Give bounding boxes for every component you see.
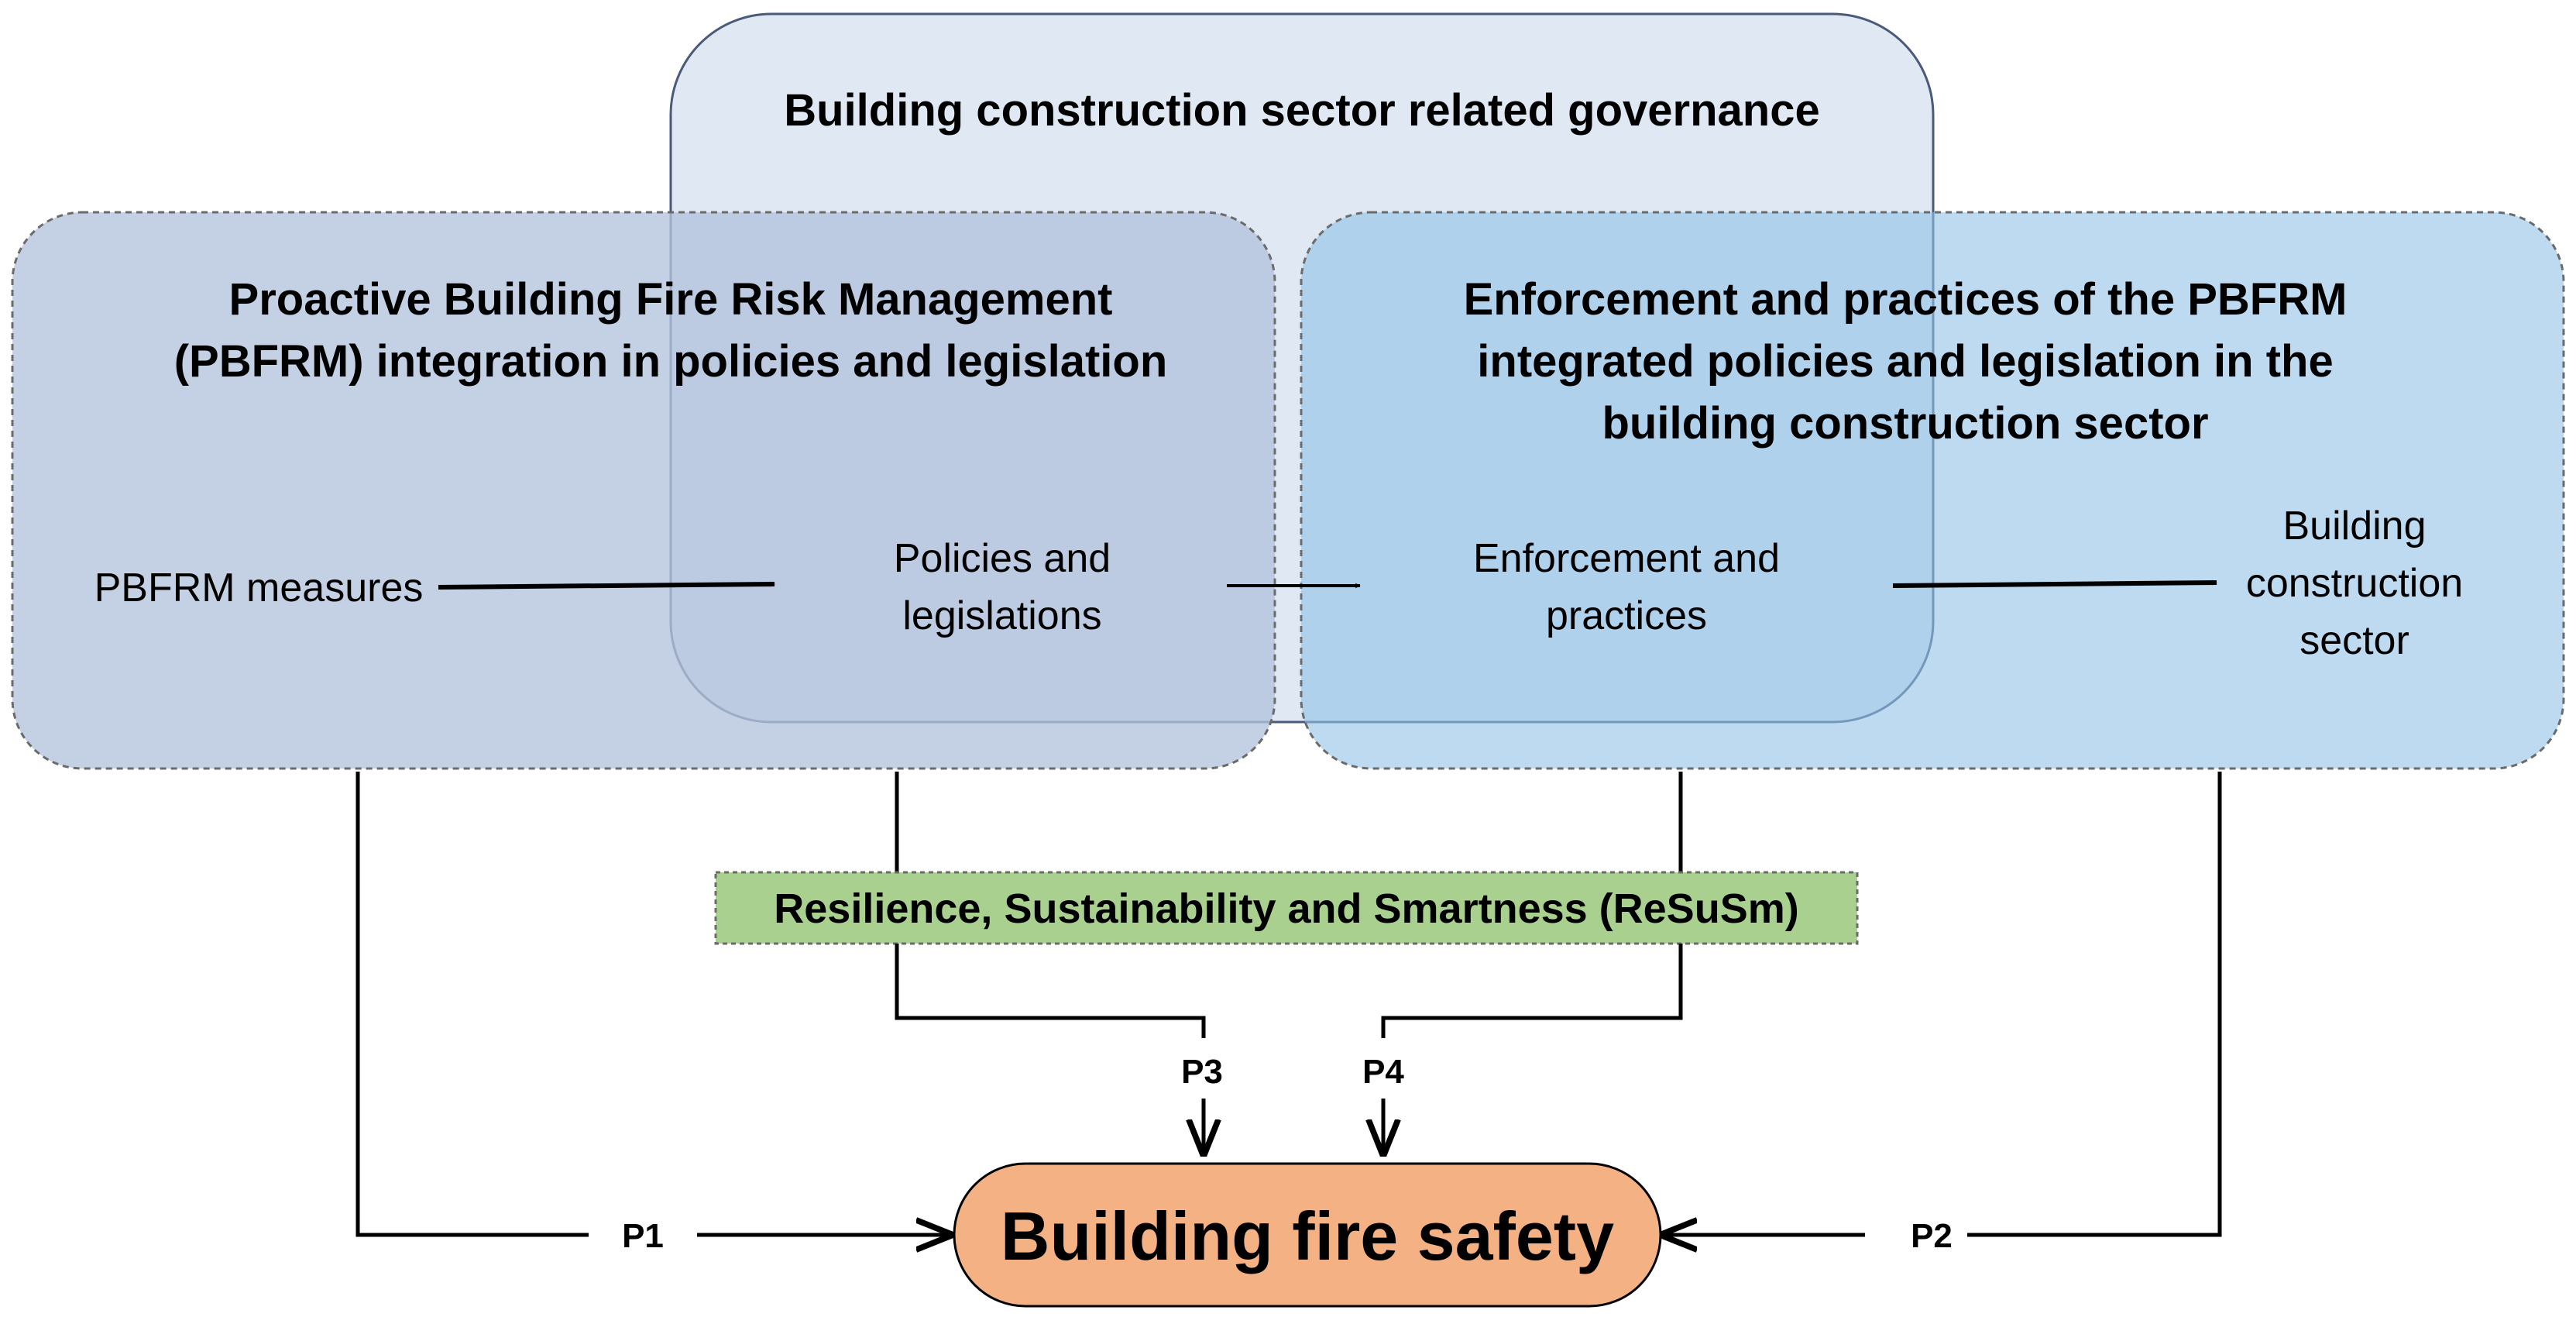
right-title-line-2: integrated policies and legislation in t… <box>1477 336 2333 387</box>
node-policies-line-2: legislations <box>902 593 1101 638</box>
node-sector-line-1: Building <box>2282 504 2426 548</box>
arrow-enforcement-to-sector <box>1892 579 2217 588</box>
node-sector-line-2: construction <box>2246 561 2463 606</box>
node-enforcement-line-1: Enforcement and <box>1473 536 1780 581</box>
path-p2-line <box>1967 772 2222 1237</box>
node-enforcement-line-2: practices <box>1546 593 1707 638</box>
path-p3-line <box>895 944 1206 1038</box>
label-p2: P2 <box>1911 1217 1953 1255</box>
left-title-line-2: (PBFRM) integration in policies and legi… <box>174 336 1168 387</box>
resusm-band <box>714 871 1859 945</box>
building-fire-safety-node <box>953 1162 1662 1308</box>
node-policies-line-1: Policies and <box>894 536 1111 581</box>
left-title-line-1: Proactive Building Fire Risk Management <box>229 274 1113 325</box>
arrow-measures-to-policies <box>438 581 775 590</box>
label-p3: P3 <box>1181 1053 1223 1091</box>
enforcement-box <box>1300 211 2565 770</box>
right-title-line-1: Enforcement and practices of the PBFRM <box>1464 274 2348 325</box>
right-title-line-3: building construction sector <box>1602 398 2208 449</box>
resusm-label: Resilience, Sustainability and Smartness… <box>774 885 1798 932</box>
path-p4-line <box>1381 944 1683 1038</box>
pbfrm-integration-box <box>11 211 1276 770</box>
node-sector-line-3: sector <box>2300 618 2409 663</box>
path-p1-line <box>355 772 589 1237</box>
governance-title: Building construction sector related gov… <box>784 85 1819 136</box>
label-p4: P4 <box>1362 1053 1404 1091</box>
label-p1: P1 <box>622 1217 664 1255</box>
building-fire-safety-label: Building fire safety <box>1001 1198 1614 1274</box>
node-pbfrm-measures: PBFRM measures <box>94 566 424 610</box>
